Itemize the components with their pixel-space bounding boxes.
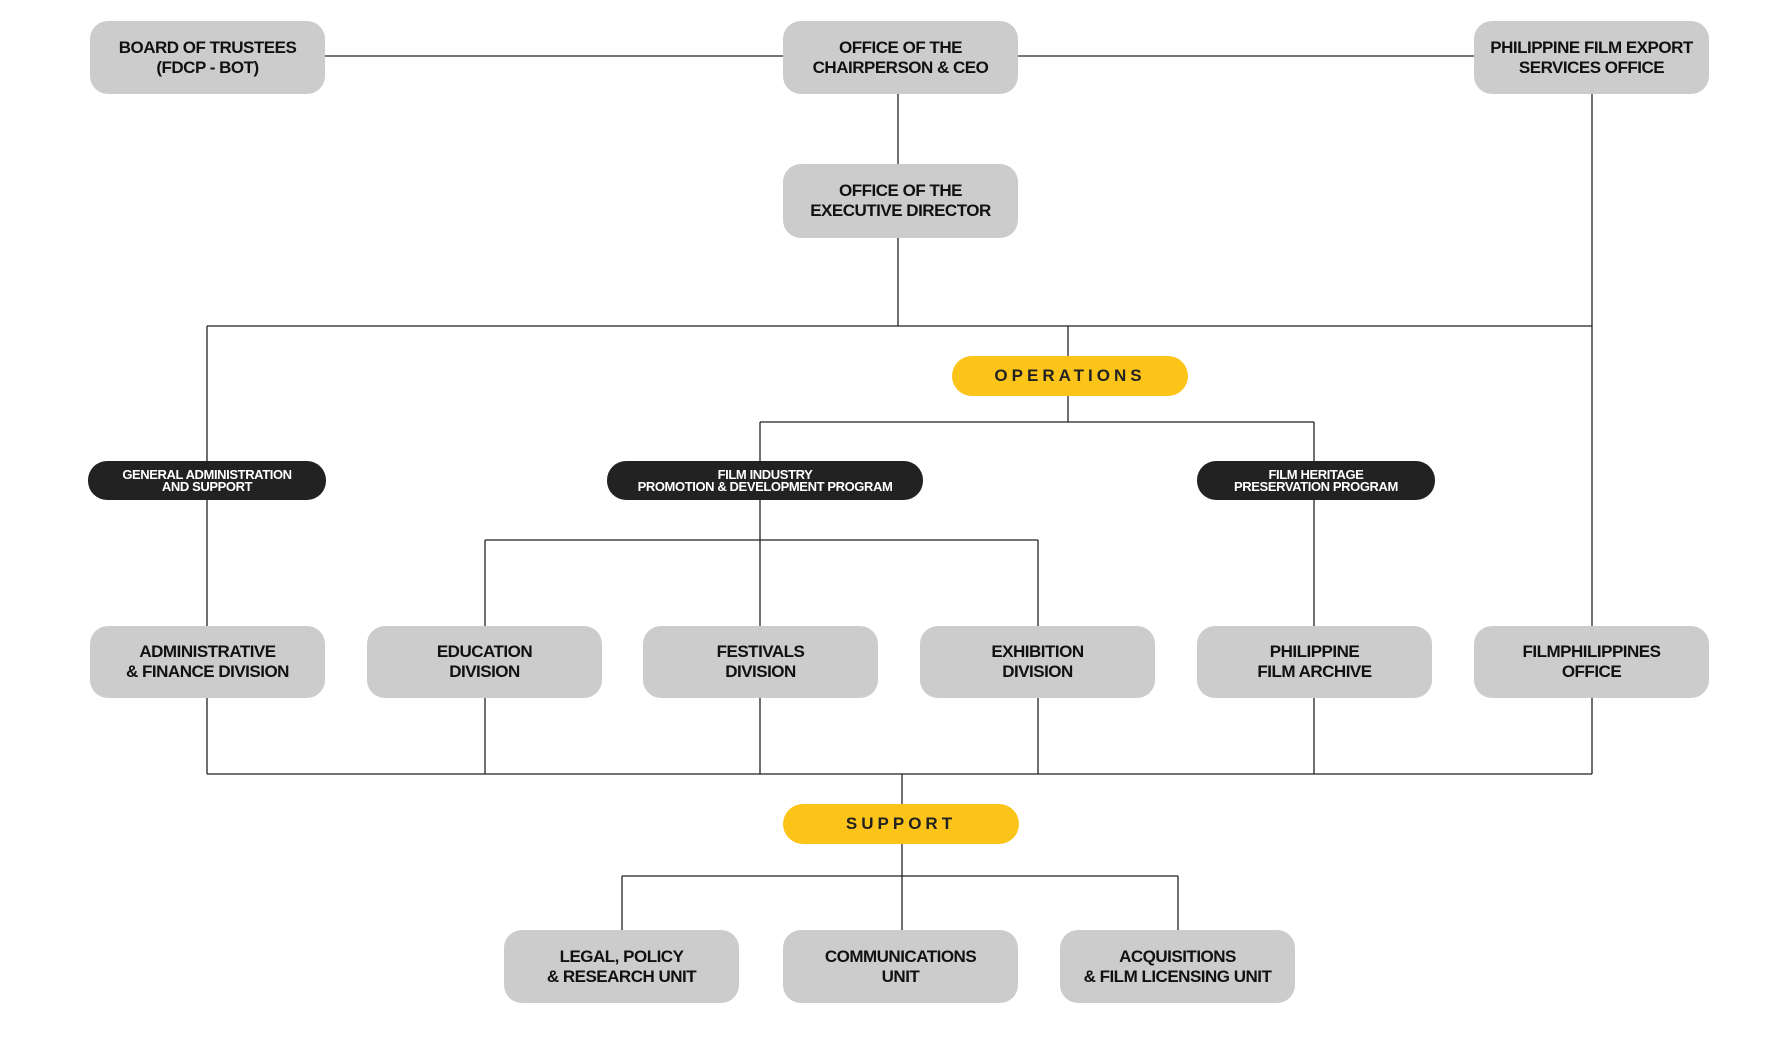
film-heritage-preservation-program: FILM HERITAGE PRESERVATION PROGRAM [1197, 461, 1435, 500]
node-line: & FINANCE DIVISION [126, 662, 289, 681]
node-line: & FILM LICENSING UNIT [1083, 966, 1272, 986]
filmphilippines-office-node: FILMPHILIPPINES OFFICE [1474, 626, 1709, 698]
admin-finance-division-node: ADMINISTRATIVE & FINANCE DIVISION [90, 626, 325, 698]
node-line: EXHIBITION [991, 642, 1084, 661]
node-line: CHAIRPERSON & CEO [812, 57, 989, 77]
board-of-trustees-node: BOARD OF TRUSTEES (FDCP - BOT) [90, 21, 325, 94]
legal-policy-research-unit-node: LEGAL, POLICY & RESEARCH UNIT [504, 930, 739, 1003]
film-export-services-node: PHILIPPINE FILM EXPORT SERVICES OFFICE [1474, 21, 1709, 94]
philippine-film-archive-node: PHILIPPINE FILM ARCHIVE [1197, 626, 1432, 698]
acquisitions-film-licensing-unit-node: ACQUISITIONS & FILM LICENSING UNIT [1060, 930, 1295, 1003]
executive-director-node: OFFICE OF THE EXECUTIVE DIRECTOR [783, 164, 1018, 238]
node-line: DIVISION [725, 662, 796, 681]
operations-badge: OPERATIONS [952, 356, 1188, 396]
program-line: FILM INDUSTRY [717, 466, 813, 482]
node-line: (FDCP - BOT) [156, 57, 259, 77]
program-line: GENERAL ADMINISTRATION [122, 466, 292, 482]
exhibition-division-node: EXHIBITION DIVISION [920, 626, 1155, 698]
education-division-node: EDUCATION DIVISION [367, 626, 602, 698]
node-line: FESTIVALS [716, 642, 805, 661]
node-line: EXECUTIVE DIRECTOR [810, 201, 991, 220]
general-administration-program: GENERAL ADMINISTRATION AND SUPPORT [88, 461, 326, 500]
node-line: BOARD OF TRUSTEES [118, 37, 297, 57]
node-line: COMMUNICATIONS [824, 946, 977, 966]
node-line: FILMPHILIPPINES [1522, 642, 1661, 661]
film-industry-promotion-program: FILM INDUSTRY PROMOTION & DEVELOPMENT PR… [607, 461, 923, 500]
node-line: ADMINISTRATIVE [139, 642, 276, 661]
program-line: PROMOTION & DEVELOPMENT PROGRAM [637, 478, 893, 494]
node-line: OFFICE OF THE [839, 37, 962, 57]
node-line: DIVISION [1002, 662, 1073, 681]
program-line: FILM HERITAGE [1268, 466, 1364, 482]
chairperson-ceo-node: OFFICE OF THE CHAIRPERSON & CEO [783, 21, 1018, 94]
node-line: PHILIPPINE [1269, 642, 1360, 661]
node-line: OFFICE [1561, 662, 1622, 681]
node-line: UNIT [881, 966, 920, 986]
node-line: EDUCATION [436, 642, 533, 661]
node-line: PHILIPPINE FILM EXPORT [1490, 37, 1693, 57]
node-line: SERVICES OFFICE [1518, 57, 1665, 77]
node-line: DIVISION [449, 662, 520, 681]
communications-unit-node: COMMUNICATIONS UNIT [783, 930, 1018, 1003]
festivals-division-node: FESTIVALS DIVISION [643, 626, 878, 698]
support-badge: SUPPORT [783, 804, 1019, 844]
node-line: LEGAL, POLICY [559, 946, 684, 966]
node-line: OFFICE OF THE [839, 181, 962, 200]
program-line: PRESERVATION PROGRAM [1234, 478, 1398, 494]
node-line: ACQUISITIONS [1119, 946, 1236, 966]
node-line: & RESEARCH UNIT [546, 966, 697, 986]
node-line: FILM ARCHIVE [1257, 662, 1372, 681]
program-line: AND SUPPORT [161, 478, 253, 494]
